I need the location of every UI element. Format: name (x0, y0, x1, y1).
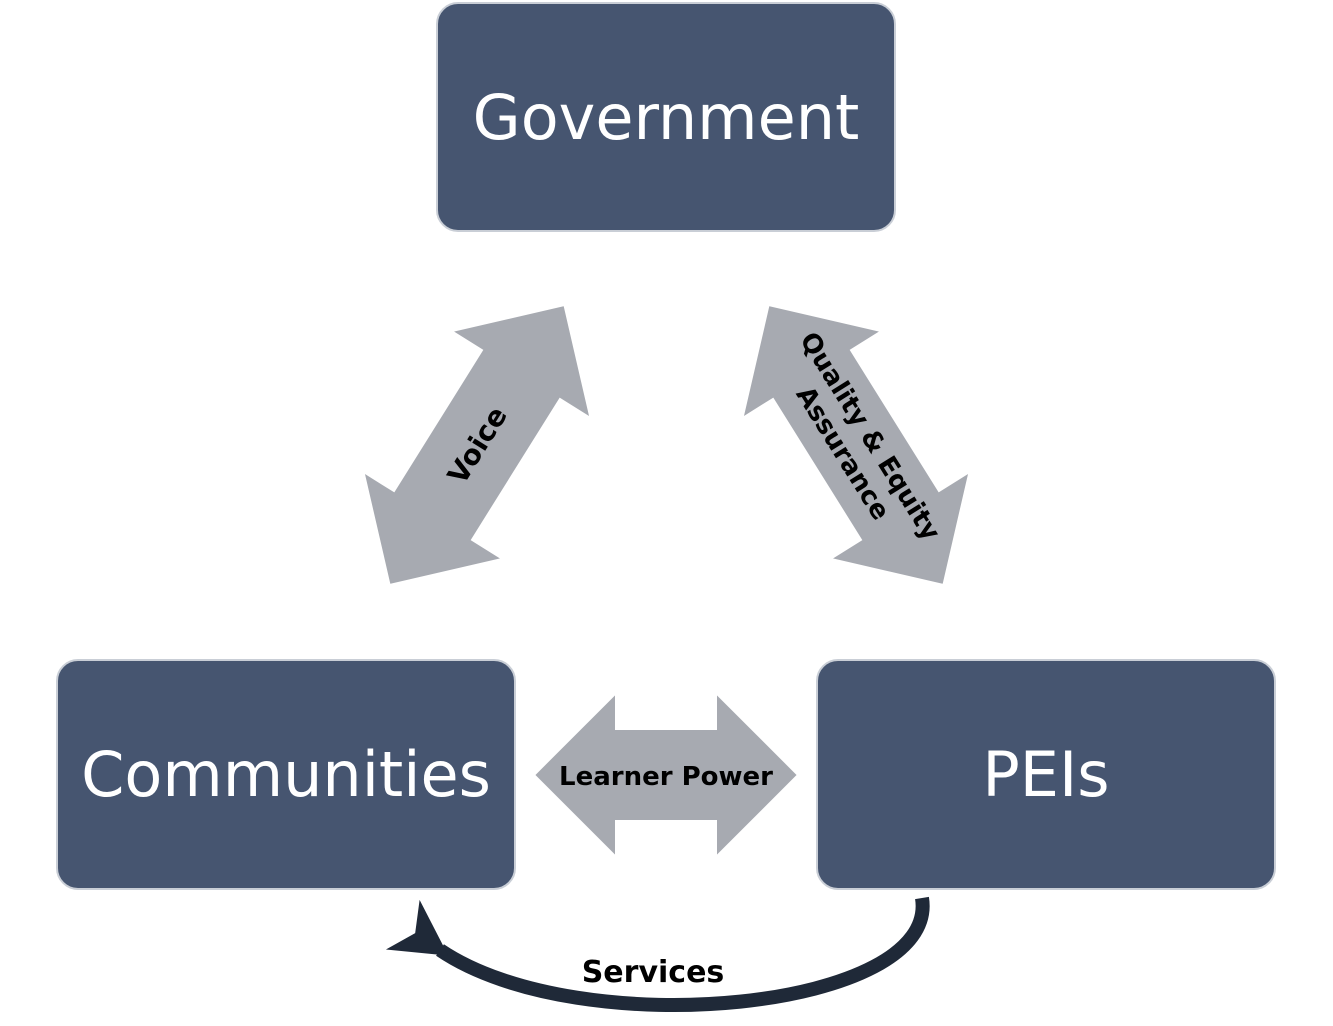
government-label: Government (472, 80, 860, 154)
government-node: Government (436, 2, 896, 232)
communities-node: Communities (56, 659, 516, 890)
peis-node: PEIs (816, 659, 1276, 890)
voice-arrow: Voice (319, 260, 635, 630)
services-label: Services (582, 955, 725, 990)
quality-equity-arrow: Quality & Equity Assurance (698, 260, 1014, 630)
services-curve-arrow (385, 896, 930, 1012)
learner-power-arrow: Learner Power (533, 692, 799, 858)
communities-label: Communities (81, 738, 491, 811)
learner-power-label: Learner Power (559, 762, 773, 792)
peis-label: PEIs (982, 738, 1110, 811)
